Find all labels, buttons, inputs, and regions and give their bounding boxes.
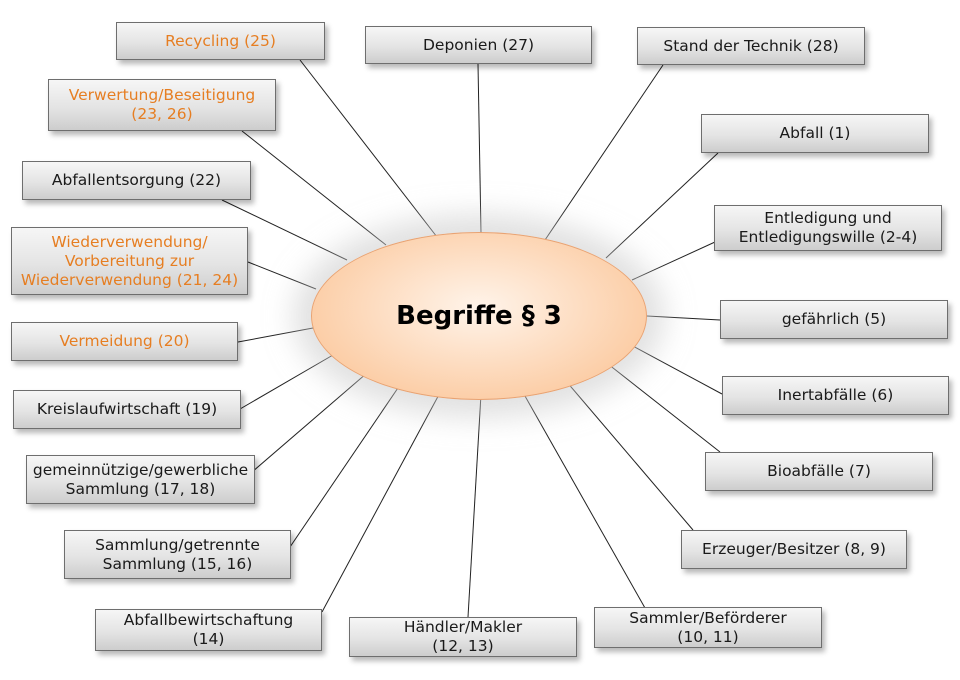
term-box-erzeuger-besitzer[interactable]: Erzeuger/Besitzer (8, 9): [681, 530, 907, 569]
term-box-gefaehrlich[interactable]: gefährlich (5): [720, 300, 948, 339]
term-label-abfallbewirtschaftung: Abfallbewirtschaftung (14): [123, 611, 294, 648]
connector-vermeidung: [237, 327, 314, 343]
term-box-verwertung-beseitigung[interactable]: Verwertung/Beseitigung (23, 26): [48, 79, 276, 131]
central-topic-label: Begriffe § 3: [396, 301, 562, 331]
term-label-inertabfaelle: Inertabfälle (6): [777, 386, 894, 404]
term-box-haendler-makler[interactable]: Händler/Makler (12, 13): [349, 617, 577, 657]
connector-verwertung-beseitigung: [241, 130, 387, 246]
term-label-kreislaufwirtschaft: Kreislaufwirtschaft (19): [36, 400, 218, 418]
term-box-recycling[interactable]: Recycling (25): [116, 22, 325, 60]
term-box-inertabfaelle[interactable]: Inertabfälle (6): [722, 376, 949, 415]
connector-entledigung: [631, 241, 716, 281]
term-label-deponien: Deponien (27): [422, 35, 535, 54]
term-box-sammlung-gemeinnuetzig[interactable]: gemeinnützige/gewerbliche Sammlung (17, …: [26, 455, 255, 504]
term-label-vermeidung: Vermeidung (20): [59, 332, 190, 350]
term-label-abfallentsorgung: Abfallentsorgung (22): [51, 171, 222, 189]
connector-stand-der-technik: [544, 64, 664, 241]
term-box-sammler-befoerderer[interactable]: Sammler/Beförderer (10, 11): [594, 607, 822, 648]
term-label-wiederverwendung: Wiederverwendung/ Vorbereitung zur Wiede…: [20, 232, 239, 289]
term-label-recycling: Recycling (25): [165, 31, 276, 50]
term-box-wiederverwendung[interactable]: Wiederverwendung/ Vorbereitung zur Wiede…: [11, 227, 248, 295]
term-box-deponien[interactable]: Deponien (27): [365, 26, 592, 64]
term-box-bioabfaelle[interactable]: Bioabfälle (7): [705, 452, 933, 491]
term-label-gefaehrlich: gefährlich (5): [781, 310, 887, 328]
term-label-sammler-befoerderer: Sammler/Beförderer (10, 11): [629, 608, 787, 646]
connector-abfallentsorgung: [221, 199, 348, 261]
connector-deponien: [477, 63, 482, 234]
connector-sammlung-gemeinnuetzig: [251, 372, 368, 473]
term-box-entledigung[interactable]: Entledigung und Entledigungswille (2-4): [714, 205, 942, 251]
term-box-abfall[interactable]: Abfall (1): [701, 114, 929, 153]
term-label-sammlung-getrennt: Sammlung/getrennte Sammlung (15, 16): [95, 535, 260, 573]
connector-sammler-befoerderer: [520, 388, 646, 609]
term-label-sammlung-gemeinnuetzig: gemeinnützige/gewerbliche Sammlung (17, …: [32, 460, 249, 498]
term-box-vermeidung[interactable]: Vermeidung (20): [11, 322, 238, 361]
term-label-erzeuger-besitzer: Erzeuger/Besitzer (8, 9): [702, 540, 886, 558]
central-topic[interactable]: Begriffe § 3: [311, 232, 647, 400]
connector-abfall: [605, 152, 719, 259]
connector-haendler-makler: [467, 393, 482, 618]
term-label-verwertung-beseitigung: Verwertung/Beseitigung (23, 26): [68, 86, 256, 123]
term-box-abfallentsorgung[interactable]: Abfallentsorgung (22): [22, 161, 251, 200]
term-box-stand-der-technik[interactable]: Stand der Technik (28): [637, 27, 865, 65]
term-box-sammlung-getrennt[interactable]: Sammlung/getrennte Sammlung (15, 16): [64, 530, 291, 579]
term-label-abfall: Abfall (1): [779, 124, 851, 142]
term-label-stand-der-technik: Stand der Technik (28): [663, 36, 839, 55]
connector-recycling: [299, 59, 438, 238]
connector-wiederverwendung: [247, 261, 317, 290]
term-box-kreislaufwirtschaft[interactable]: Kreislaufwirtschaft (19): [13, 390, 241, 429]
connector-erzeuger-besitzer: [565, 380, 694, 531]
connector-abfallbewirtschaftung: [321, 388, 443, 613]
term-box-abfallbewirtschaftung[interactable]: Abfallbewirtschaftung (14): [95, 609, 322, 651]
connector-inertabfaelle: [630, 344, 723, 395]
connector-gefaehrlich: [646, 315, 721, 321]
connector-sammlung-getrennt: [289, 381, 403, 548]
connector-bioabfaelle: [607, 363, 721, 453]
term-label-entledigung: Entledigung und Entledigungswille (2-4): [738, 209, 918, 246]
term-label-bioabfaelle: Bioabfälle (7): [767, 462, 871, 480]
term-label-haendler-makler: Händler/Makler (12, 13): [403, 618, 523, 655]
connector-kreislaufwirtschaft: [239, 354, 334, 410]
